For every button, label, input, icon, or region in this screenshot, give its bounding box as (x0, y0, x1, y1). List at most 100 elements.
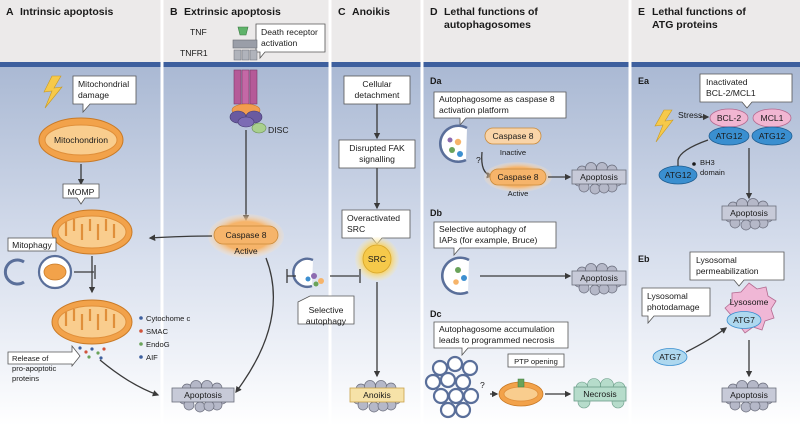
permeabilized-mitochondrion (50, 208, 134, 256)
anoikis-box (349, 387, 405, 403)
inactive-label: Inactive (500, 148, 526, 157)
arrow-atg7-to-lysosome (685, 327, 728, 353)
tnf-label: TNF (190, 27, 207, 37)
lys-photo-line1: Lysosomal (647, 291, 688, 301)
momp-label: MOMP (68, 187, 95, 197)
lysosomal-permeabilization-callout (689, 251, 785, 287)
apoptosis-label-a: Apoptosis (184, 390, 222, 400)
arrow-caspase8-to-mitochondrion (148, 234, 213, 241)
lysosomal-photodamage-callout (641, 287, 711, 325)
released-proteins (78, 346, 106, 360)
release-line3: proteins (12, 374, 39, 383)
subpanel-da-label: Da (430, 76, 442, 86)
release-callout (7, 344, 81, 368)
atg12-label-free: ATG12 (665, 170, 692, 180)
necrosis-label: Necrosis (583, 389, 616, 399)
arrow-caspase8-to-apoptosis (235, 257, 275, 394)
anoikis-label: Anoikis (363, 390, 391, 400)
db-callout-line1: Selective autophagy of (439, 224, 527, 234)
db-callout (433, 221, 557, 257)
death-receptor-line2: activation (261, 38, 298, 48)
db-autophagosome (441, 256, 470, 296)
tnf-ligand (237, 26, 249, 36)
apoptosis-label-db: Apoptosis (580, 273, 618, 283)
overactivated-line2: SRC (347, 224, 365, 234)
panel-c-title: Anoikis (352, 6, 390, 18)
caspase8-active-node-da (489, 168, 547, 186)
bh3-line2: domain (700, 168, 725, 177)
panel-d-title-line1: Lethal functions of (444, 6, 538, 18)
panel-e-title-line2: ATG proteins (652, 19, 718, 31)
atg12-label-1: ATG12 (716, 131, 743, 141)
apoptosis-box-eb (721, 387, 777, 403)
subpanel-eb-label: Eb (638, 254, 650, 264)
caspase8-active-label-da: Caspase 8 (497, 172, 538, 182)
lys-perm-line1: Lysosomal (696, 255, 737, 265)
subpanel-db-label: Db (430, 208, 442, 218)
panel-e-letter: E (638, 6, 645, 18)
lys-photo-line2: photodamage (647, 302, 700, 312)
lysosome-label: Lysosome (730, 297, 769, 307)
selective-line2: autophagy (306, 316, 347, 326)
selective-autophagosome (292, 257, 324, 288)
mito-damage-line1: Mitochondrial (78, 79, 129, 89)
active-label-da: Active (508, 189, 529, 198)
phagophore-arc (3, 258, 25, 286)
bh3-line1: BH3 (700, 158, 715, 167)
mitochondrial-damage-callout (72, 75, 137, 114)
atg12-node-2 (751, 126, 793, 146)
lys-perm-line2: permeabilization (696, 266, 759, 276)
caspase8-inactive-label: Caspase 8 (492, 131, 533, 141)
tnfr1-receptor (232, 39, 258, 105)
header-band (0, 0, 800, 62)
mcl1-label: MCL1 (761, 113, 784, 123)
atg7-label-lysosome: ATG7 (733, 315, 755, 325)
apoptosis-box-a (171, 387, 235, 403)
detachment-line2: detachment (355, 90, 401, 100)
necrosis-box (573, 386, 627, 402)
death-receptor-line1: Death receptor (261, 27, 318, 37)
src-label: SRC (368, 254, 386, 264)
fak-line1: Disrupted FAK (349, 143, 405, 153)
momp-callout (62, 183, 100, 205)
fak-box (338, 139, 416, 169)
ptp-callout (507, 353, 565, 368)
protein-aif: AIF (146, 353, 158, 362)
mitophagy-callout (7, 237, 57, 252)
apoptosis-label-da: Apoptosis (580, 172, 618, 182)
da-callout-line2: activation platform (439, 105, 509, 115)
panel-d-title-line2: autophagosomes (444, 19, 531, 31)
selective-line1: Selective (309, 305, 344, 315)
da-question-mark: ? (476, 155, 481, 165)
inactivated-line2: BCL-2/MCL1 (706, 88, 756, 98)
protein-list (139, 316, 143, 359)
stress-label: Stress (678, 110, 702, 120)
src-node (362, 244, 392, 274)
disc-complex (229, 103, 267, 134)
apoptosis-label-ea: Apoptosis (730, 208, 768, 218)
lightning-icon (43, 75, 63, 109)
atg12-node-1 (708, 126, 750, 146)
releasing-mitochondrion (50, 298, 134, 346)
caspase8-inactive-node (484, 127, 542, 145)
panel-a-letter: A (6, 6, 14, 18)
mito-damage-line2: damage (78, 90, 109, 100)
stress-lightning-icon (654, 109, 674, 143)
panel-b-title: Extrinsic apoptosis (184, 6, 281, 18)
atg7-label-free: ATG7 (659, 352, 681, 362)
apoptosis-box-da (571, 169, 627, 185)
accumulated-autophagosomes (424, 355, 480, 419)
db-callout-line2: IAPs (for example, Bruce) (439, 235, 538, 245)
panel-d-letter: D (430, 6, 438, 18)
atg12-label-2: ATG12 (759, 131, 786, 141)
protein-cytochrome-c: Cytochome c (146, 314, 191, 323)
subpanel-dc-label: Dc (430, 309, 442, 319)
apoptosis-box-db (571, 270, 627, 286)
mitophagy-label: Mitophagy (12, 240, 52, 250)
protein-smac: SMAC (146, 327, 168, 336)
protein-endog: EndoG (146, 340, 170, 349)
selective-autophagy-callout (297, 295, 355, 325)
apoptosis-box-ea (721, 205, 777, 221)
release-line2: pro-apoptotic (12, 364, 57, 373)
